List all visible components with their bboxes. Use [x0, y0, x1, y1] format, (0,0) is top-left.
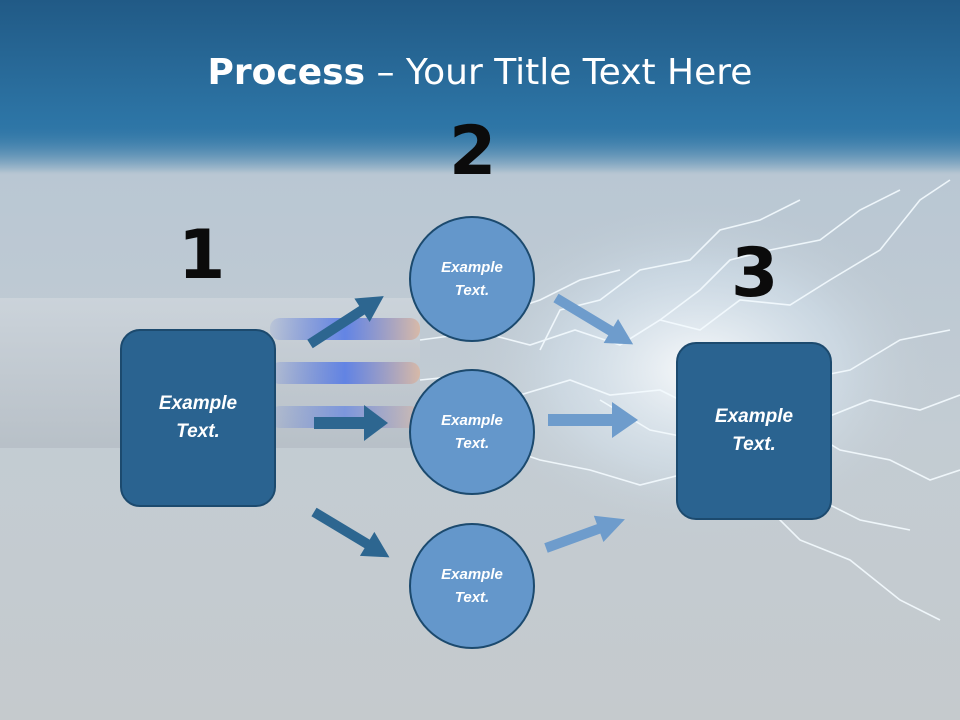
step-2-circle-middle: Example Text. — [409, 369, 535, 495]
step-3-text: Example Text. — [714, 405, 794, 456]
title-rest: – Your Title Text Here — [365, 52, 753, 93]
step-1-number: 1 — [178, 216, 226, 295]
arrows — [307, 293, 638, 558]
step-1-text: Example Text. — [158, 392, 238, 443]
arrow-up-right-dark — [307, 296, 384, 349]
step-2-number: 2 — [449, 112, 497, 191]
step-2-circle-bottom: Example Text. — [409, 523, 535, 649]
step-2-circle-middle-text: Example Text. — [441, 411, 503, 452]
step-2-circle-top-text: Example Text. — [441, 258, 503, 299]
arrow-up-right-light — [544, 515, 625, 553]
arrow-down-right-light — [553, 293, 634, 345]
slide-title: Process – Your Title Text Here — [0, 52, 960, 93]
header-band — [0, 0, 960, 175]
step-3-box: Example Text. — [676, 342, 832, 520]
arrow-down-right-dark — [311, 507, 390, 558]
step-3-number: 3 — [731, 234, 779, 313]
arrow-right-light — [548, 402, 638, 438]
title-bold: Process — [207, 52, 366, 93]
step-2-circle-top: Example Text. — [409, 216, 535, 342]
step-2-circle-bottom-text: Example Text. — [441, 565, 503, 606]
arrow-right-dark — [314, 405, 388, 441]
step-1-box: Example Text. — [120, 329, 276, 507]
